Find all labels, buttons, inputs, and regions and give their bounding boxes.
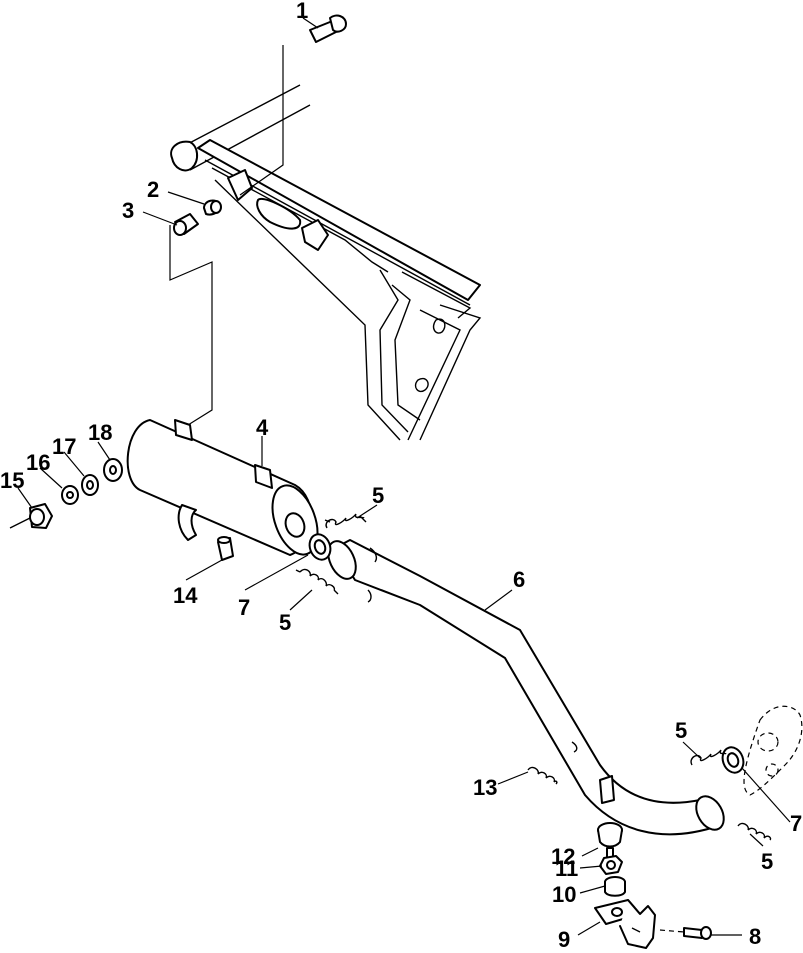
callout-14: 14 bbox=[173, 583, 198, 608]
spring-part-5-upper bbox=[324, 513, 367, 529]
gasket-part-7-left bbox=[308, 533, 332, 561]
bushing-part-3 bbox=[173, 213, 199, 236]
callout-7-right: 7 bbox=[790, 811, 802, 836]
callout-5-upper: 5 bbox=[372, 483, 384, 508]
callout-18: 18 bbox=[88, 420, 112, 445]
spring-part-13 bbox=[527, 766, 558, 785]
callout-5-lower: 5 bbox=[279, 610, 291, 635]
spring-part-5-lower bbox=[295, 568, 339, 595]
callout-5-right-upper: 5 bbox=[675, 718, 687, 743]
callout-4: 4 bbox=[256, 415, 269, 440]
spring-part-5-right-lower bbox=[737, 822, 772, 841]
callout-2: 2 bbox=[147, 177, 159, 202]
callout-7-left: 7 bbox=[238, 595, 250, 620]
callout-10: 10 bbox=[552, 882, 576, 907]
engine-port-outline bbox=[743, 705, 803, 796]
bolt-part-1 bbox=[309, 14, 347, 43]
muffler-part-4 bbox=[126, 419, 319, 556]
callout-1: 1 bbox=[296, 0, 308, 23]
assembly-leader-3 bbox=[169, 225, 213, 426]
frame-assembly bbox=[170, 84, 482, 441]
callout-15: 15 bbox=[0, 468, 24, 493]
gasket-part-7-right bbox=[721, 746, 745, 774]
spacer-part-2 bbox=[203, 199, 222, 216]
callout-9: 9 bbox=[558, 927, 570, 952]
screw-part-14 bbox=[217, 536, 234, 561]
bracket-part-9 bbox=[594, 899, 656, 949]
callout-12: 12 bbox=[551, 844, 575, 869]
callout-leaders bbox=[17, 17, 791, 936]
callout-17: 17 bbox=[52, 434, 76, 459]
callout-6: 6 bbox=[513, 567, 525, 592]
callout-5-right-lower: 5 bbox=[761, 849, 773, 874]
callout-11: 11 bbox=[555, 856, 578, 881]
washer-part-17 bbox=[81, 474, 99, 496]
washer-part-18 bbox=[103, 458, 123, 482]
spring-part-5-right-upper bbox=[690, 749, 727, 766]
spacer-part-10 bbox=[604, 876, 626, 897]
callout-13: 13 bbox=[473, 775, 497, 800]
callout-3: 3 bbox=[122, 198, 134, 223]
lock-washer-part-16 bbox=[61, 485, 79, 505]
nut-part-15 bbox=[9, 503, 53, 529]
assembly-leader-1 bbox=[239, 45, 284, 196]
nut-part-11 bbox=[599, 855, 623, 875]
bolt-part-8 bbox=[659, 926, 712, 940]
callout-8: 8 bbox=[749, 924, 761, 949]
callout-16: 16 bbox=[26, 450, 50, 475]
grommet-part-12 bbox=[597, 822, 623, 859]
exhaust-pipe-part-6 bbox=[327, 539, 725, 836]
